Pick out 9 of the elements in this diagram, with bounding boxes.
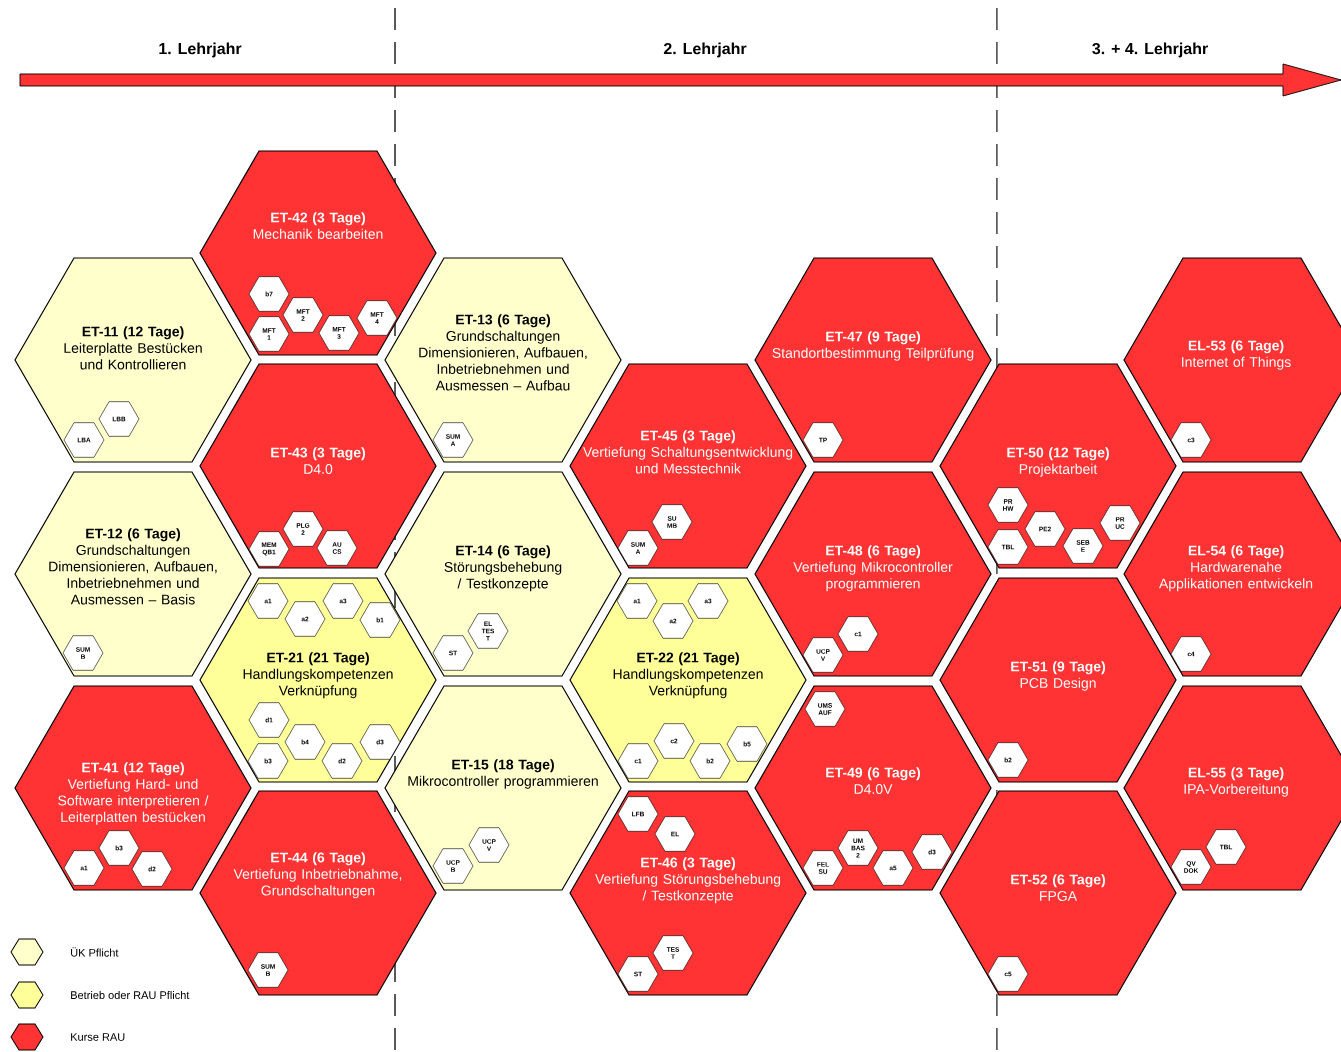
node-label: EL-54 (6 Tage)	[1188, 545, 1284, 559]
legend-label: Betrieb oder RAU Pflicht	[71, 990, 190, 1000]
year-heading: 1. Lehrjahr	[159, 42, 242, 58]
year-heading: 3. + 4. Lehrjahr	[1092, 42, 1208, 58]
legend-label: ÜK Pflicht	[71, 947, 119, 957]
node-label: EL-55 (3 Tage)	[1188, 767, 1284, 781]
node-label: IPA-Vorbereitung	[1184, 783, 1288, 797]
legend-label: Kurse RAU	[71, 1033, 125, 1041]
year-heading: 2. Lehrjahr	[663, 42, 747, 58]
